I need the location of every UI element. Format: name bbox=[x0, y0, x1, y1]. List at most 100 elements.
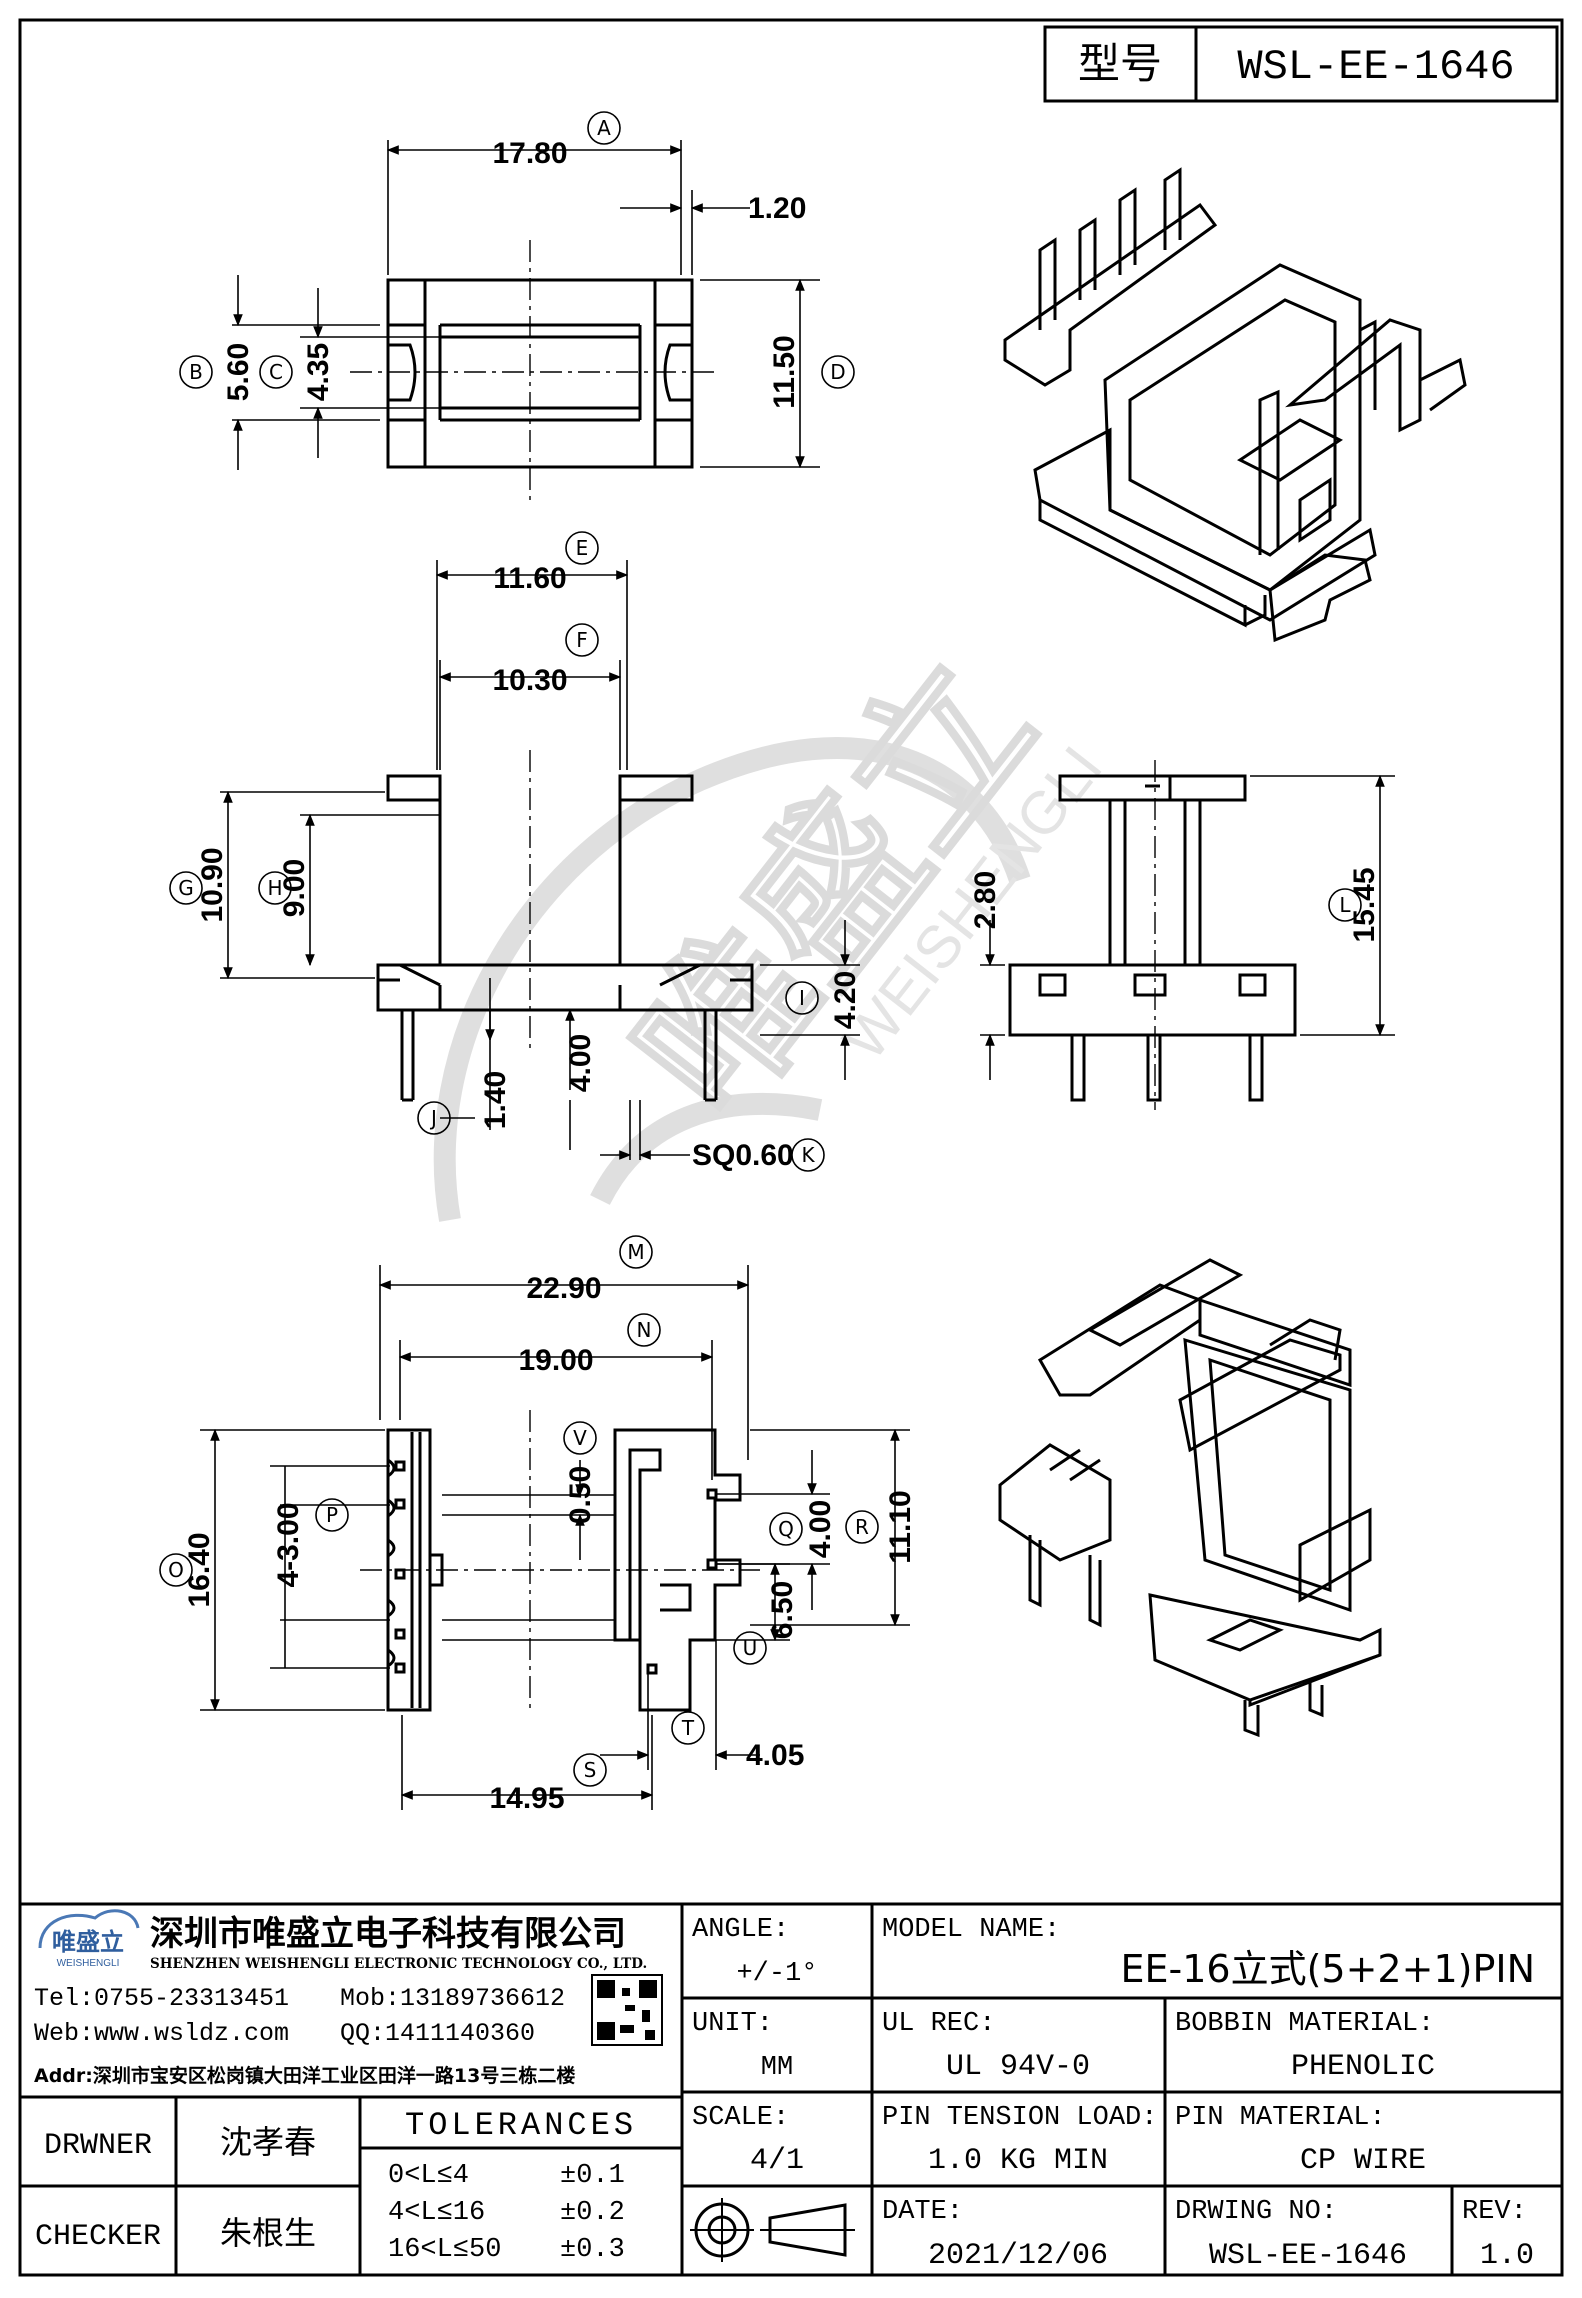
dim-V-label: V bbox=[573, 1426, 587, 1450]
unit-value: MM bbox=[761, 2053, 793, 2083]
type-value: WSL-EE-1646 bbox=[1237, 43, 1514, 91]
dim-C-value: 4.35 bbox=[302, 343, 335, 401]
dim-pin-length-value: 4.00 bbox=[564, 1034, 597, 1092]
dim-Q-label: Q bbox=[778, 1517, 794, 1541]
bobbin-value: PHENOLIC bbox=[1291, 2050, 1435, 2084]
model-value: EE-16立式(5+2+1)PIN bbox=[1121, 1947, 1536, 1991]
dim-P-label: P bbox=[326, 1503, 338, 1527]
dwgno-value: WSL-EE-1646 bbox=[1209, 2239, 1407, 2273]
company-qq: QQ:1411140360 bbox=[340, 2019, 535, 2048]
dim-G-label: G bbox=[178, 876, 194, 900]
scale-value: 4/1 bbox=[750, 2144, 804, 2178]
dim-R-value: 11.10 bbox=[884, 1490, 917, 1563]
dim-K-value: SQ0.60 bbox=[692, 1139, 794, 1172]
logo-sub: WEISHENGLI bbox=[57, 1958, 120, 1969]
company-mob: Mob:13189736612 bbox=[340, 1984, 565, 2013]
title-block: 唯盛立 WEISHENGLI 深圳市唯盛立电子科技有限公司 SHENZHEN W… bbox=[18, 1902, 1564, 2277]
dim-O-label: O bbox=[168, 1558, 184, 1582]
dim-B-value: 5.60 bbox=[222, 343, 255, 401]
dim-N-label: N bbox=[637, 1318, 652, 1342]
dim-R-label: R bbox=[855, 1515, 869, 1539]
tol-value-1: ±0.2 bbox=[560, 2198, 625, 2228]
dim-V-value: 0.50 bbox=[564, 1466, 597, 1524]
dim-M-value: 22.90 bbox=[526, 1272, 601, 1305]
bottom-view: 22.90 M 19.00 N 16.40 O 4-3.00 P 0.50 V bbox=[159, 1235, 917, 1815]
qr-code bbox=[591, 1974, 663, 2046]
bobbin-label: BOBBIN MATERIAL: bbox=[1175, 2009, 1434, 2039]
angle-value: +/-1° bbox=[736, 1959, 817, 1989]
dim-2.80-value: 2.80 bbox=[969, 871, 1002, 929]
tol-range-1: 4<L≤16 bbox=[388, 2198, 485, 2228]
dim-Q-value: 4.00 bbox=[804, 1500, 837, 1558]
tol-range-2: 16<L≤50 bbox=[388, 2235, 501, 2265]
date-label: DATE: bbox=[882, 2197, 963, 2227]
dim-E-label: E bbox=[576, 536, 589, 560]
dim-N-value: 19.00 bbox=[518, 1344, 593, 1377]
angle-label: ANGLE: bbox=[692, 1915, 789, 1945]
drawer-name: 沈孝春 bbox=[220, 2123, 316, 2161]
side-view: 2.80 15.45 L bbox=[969, 760, 1395, 1110]
scale-label: SCALE: bbox=[692, 2103, 789, 2133]
dim-1.40-value: 1.40 bbox=[479, 1071, 512, 1129]
ul-label: UL REC: bbox=[882, 2009, 995, 2039]
dim-O-value: 16.40 bbox=[183, 1532, 216, 1607]
rev-label: REV: bbox=[1462, 2197, 1527, 2227]
checker-name: 朱根生 bbox=[220, 2214, 316, 2252]
dim-E-value: 11.60 bbox=[493, 562, 566, 595]
tol-value-2: ±0.3 bbox=[560, 2235, 625, 2265]
checker-label: CHECKER bbox=[35, 2220, 161, 2254]
dim-D-value: 11.50 bbox=[768, 335, 801, 408]
dim-I-label: I bbox=[799, 986, 805, 1010]
dim-1.20-value: 1.20 bbox=[748, 192, 806, 225]
dim-H-value: 9.00 bbox=[278, 859, 311, 917]
type-label: 型号 bbox=[1078, 39, 1162, 88]
dim-L-value: 15.45 bbox=[1348, 867, 1381, 942]
dim-P-value: 4-3.00 bbox=[272, 1502, 305, 1587]
company-logo: 唯盛立 WEISHENGLI bbox=[38, 1909, 140, 1969]
type-box: 型号 WSL-EE-1646 bbox=[1043, 25, 1559, 103]
tol-range-0: 0<L≤4 bbox=[388, 2161, 469, 2191]
iso-view-bottom bbox=[998, 1258, 1382, 1738]
dim-D-label: D bbox=[830, 360, 845, 384]
date-value: 2021/12/06 bbox=[928, 2239, 1108, 2273]
company-web: Web:www.wsldz.com bbox=[34, 2019, 289, 2048]
dim-A-value: 17.80 bbox=[492, 137, 567, 170]
ul-value: UL 94V-0 bbox=[946, 2050, 1090, 2084]
dim-F-value: 10.30 bbox=[492, 664, 567, 697]
dim-M-label: M bbox=[627, 1240, 644, 1264]
tol-value-0: ±0.1 bbox=[560, 2161, 625, 2191]
dim-S-label: S bbox=[584, 1758, 597, 1782]
front-view: 11.60 E 10.30 F 10.90 G 9.00 H 4.20 I 1.… bbox=[169, 531, 862, 1172]
dim-A-label: A bbox=[597, 116, 611, 140]
drawer-label: DRWNER bbox=[44, 2129, 152, 2163]
rev-value: 1.0 bbox=[1480, 2239, 1534, 2273]
company-name-cn: 深圳市唯盛立电子科技有限公司 bbox=[150, 1914, 626, 1954]
tolerances-header: TOLERANCES bbox=[405, 2107, 637, 2144]
iso-view-top bbox=[1003, 167, 1467, 643]
company-addr: Addr:深圳市宝安区松岗镇大田洋工业区田洋一路13号三栋二楼 bbox=[34, 2064, 575, 2087]
dim-I-value: 4.20 bbox=[829, 971, 862, 1029]
tension-value: 1.0 KG MIN bbox=[928, 2144, 1108, 2178]
dwgno-label: DRWING NO: bbox=[1175, 2197, 1337, 2227]
dim-K-label: K bbox=[801, 1143, 815, 1167]
pinmat-label: PIN MATERIAL: bbox=[1175, 2103, 1386, 2133]
watermark: 唯盛立 WEISHENGLI bbox=[433, 625, 1115, 1222]
company-tel: Tel:0755-23313451 bbox=[34, 1984, 289, 2013]
top-view: 17.80 A 1.20 5.60 B 4.35 C 11.50 D bbox=[179, 111, 855, 500]
unit-label: UNIT: bbox=[692, 2009, 773, 2039]
projection-symbol bbox=[690, 2198, 855, 2262]
dim-S-value: 14.95 bbox=[489, 1782, 564, 1815]
dim-B-label: B bbox=[189, 360, 203, 384]
dim-H-label: H bbox=[267, 876, 282, 900]
dim-T-value: 4.05 bbox=[746, 1739, 804, 1772]
dim-F-label: F bbox=[576, 628, 588, 652]
tension-label: PIN TENSION LOAD: bbox=[882, 2103, 1157, 2133]
dim-L-label: L bbox=[1339, 893, 1351, 917]
logo-text: 唯盛立 bbox=[52, 1928, 124, 1956]
company-name-en: SHENZHEN WEISHENGLI ELECTRONIC TECHNOLOG… bbox=[150, 1956, 647, 1972]
pinmat-value: CP WIRE bbox=[1300, 2144, 1426, 2178]
dim-U-label: U bbox=[743, 1636, 758, 1660]
dim-U-value: 6.50 bbox=[766, 1581, 799, 1639]
dim-J-label: J bbox=[429, 1106, 437, 1130]
